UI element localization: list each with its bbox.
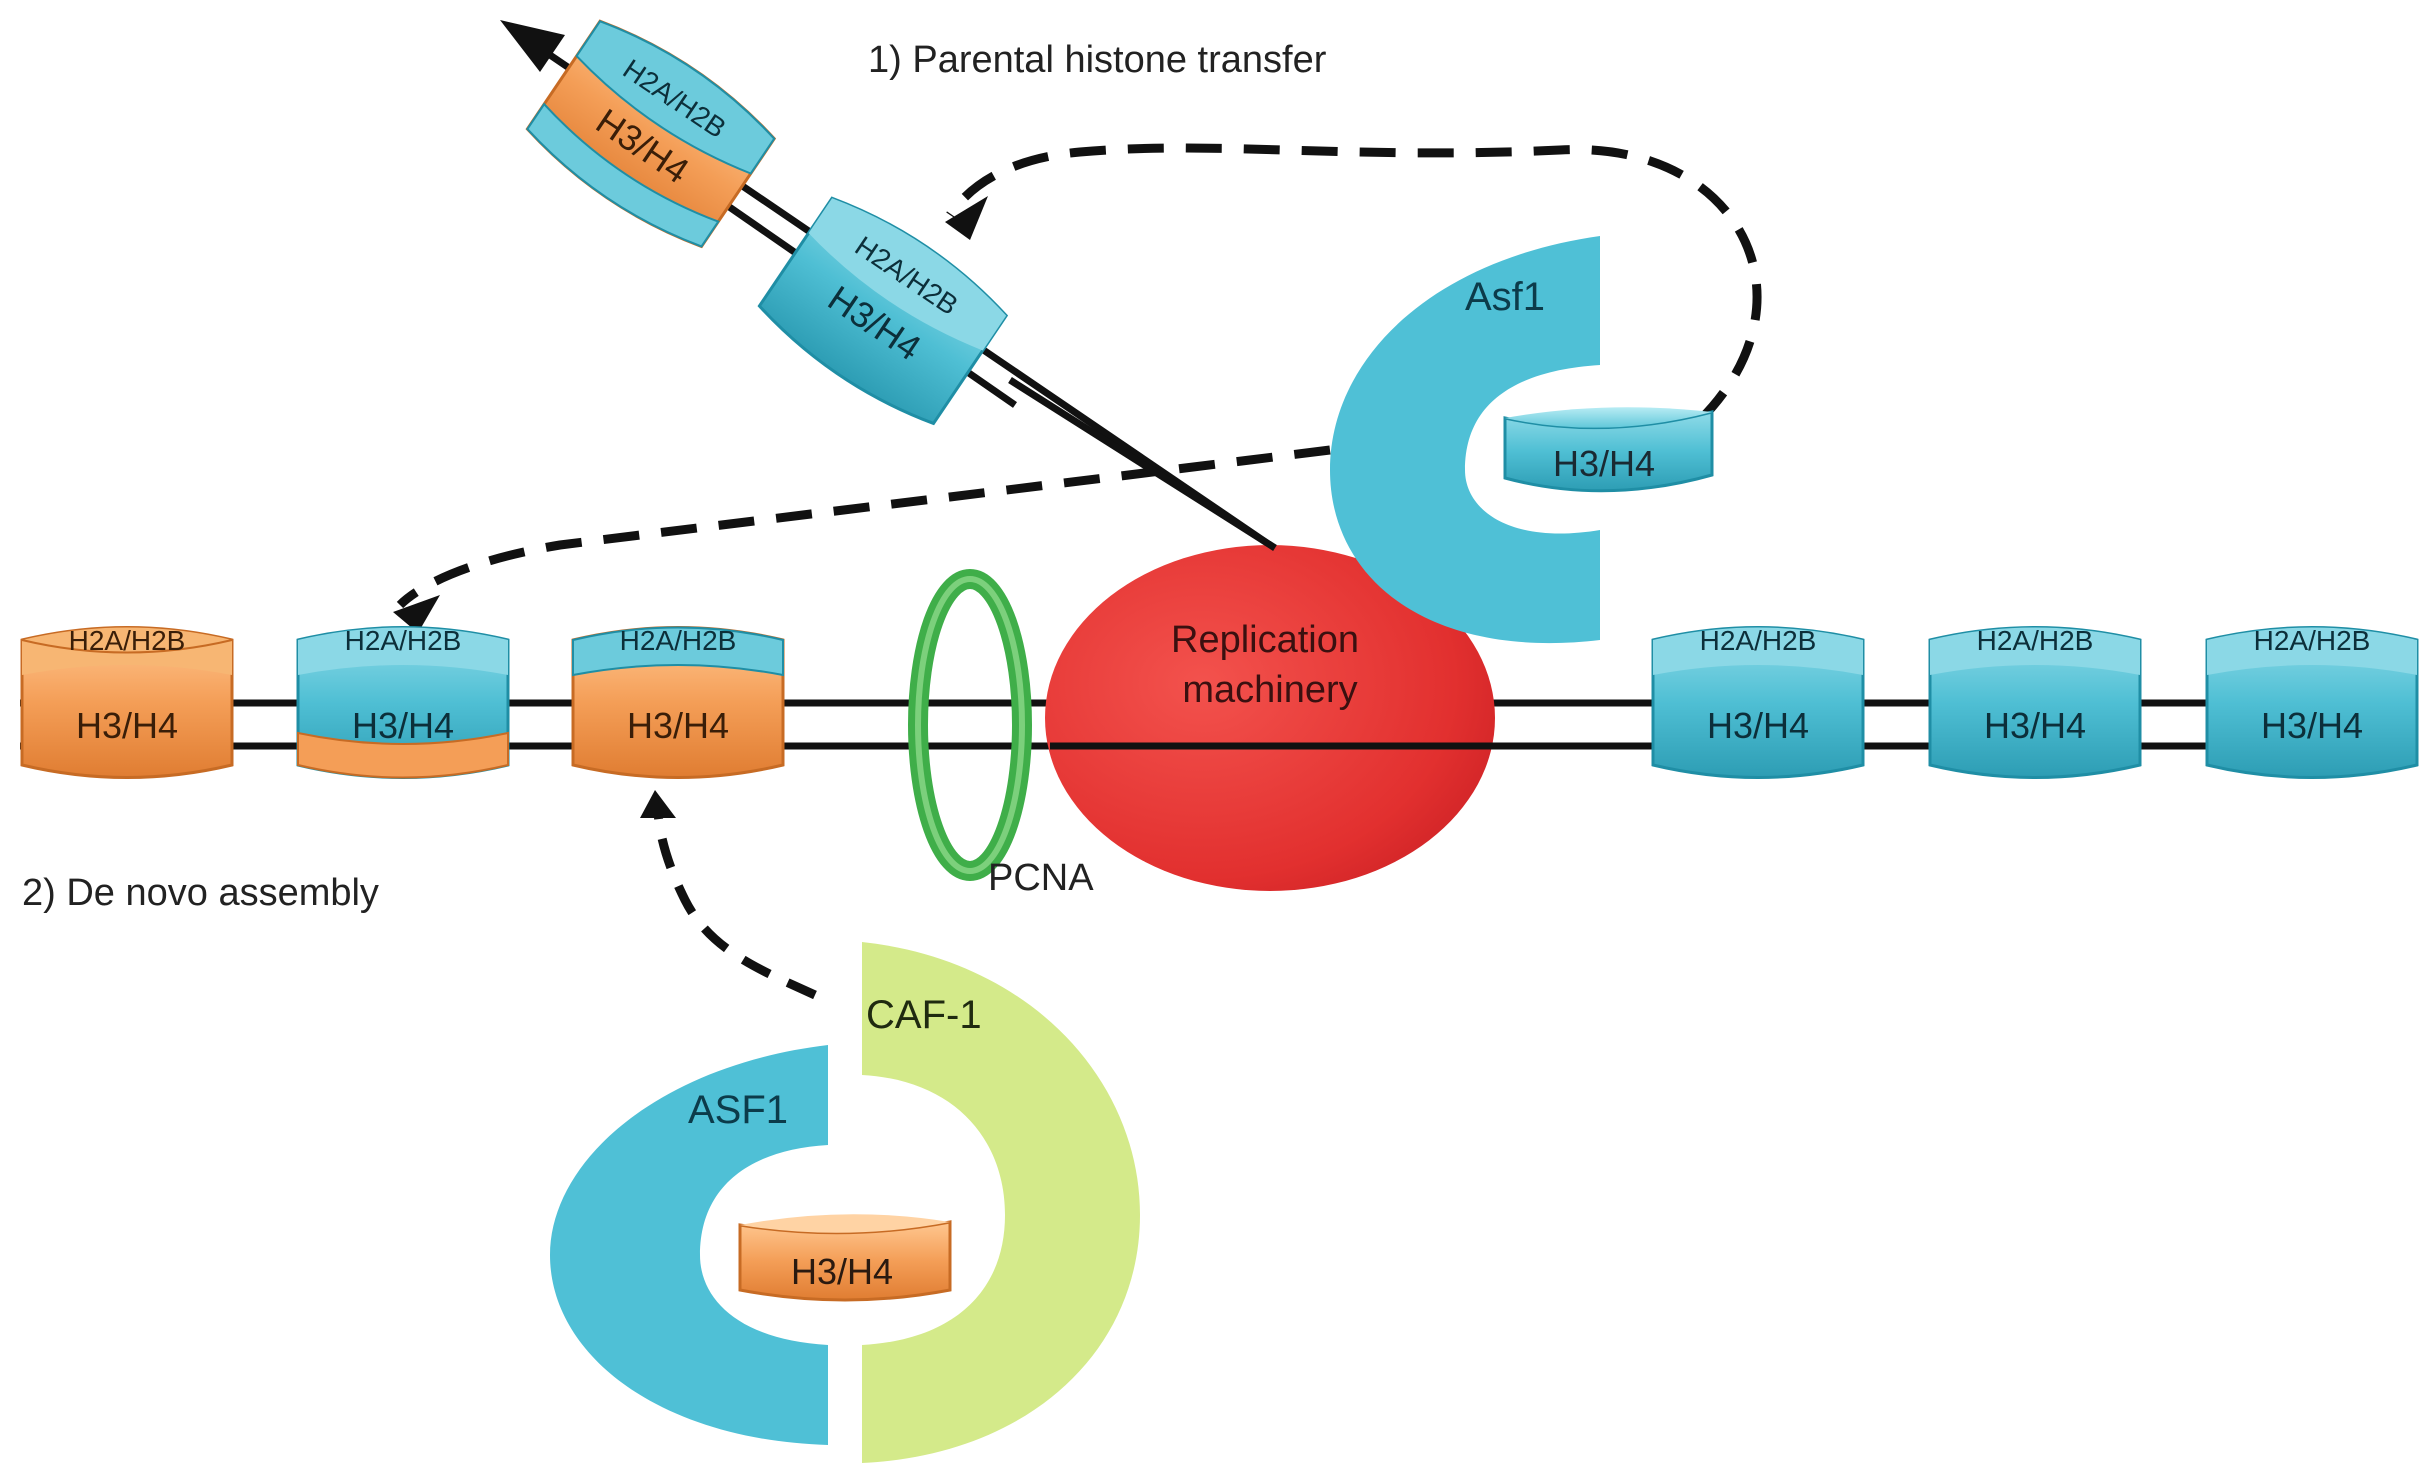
asf1-bottom-h3h4 bbox=[738, 1214, 952, 1302]
nucleosome-diagonal-upper bbox=[525, 19, 777, 249]
asf1-bottom-h3h4-label: H3/H4 bbox=[791, 1251, 893, 1292]
nuc-left-3-top: H2A/H2B bbox=[620, 625, 737, 656]
nuc-right-1-top: H2A/H2B bbox=[1700, 625, 1817, 656]
nuc-left-1-bottom: H3/H4 bbox=[76, 705, 178, 746]
nuc-right-1-bottom: H3/H4 bbox=[1707, 705, 1809, 746]
asf1-top-h3h4-label: H3/H4 bbox=[1553, 443, 1655, 484]
caf1-label: CAF-1 bbox=[866, 993, 982, 1037]
pcna-ring-highlight bbox=[915, 576, 1025, 874]
dna-diagonal-into-machinery bbox=[1008, 377, 1277, 551]
asf1-top-label: Asf1 bbox=[1465, 275, 1545, 319]
caf1-chaperone bbox=[862, 942, 1140, 1463]
nuc-right-3-top: H2A/H2B bbox=[2254, 625, 2371, 656]
nucleosome-left-2 bbox=[296, 626, 510, 779]
asf1-bottom-chaperone bbox=[550, 1045, 828, 1445]
asf1-top-h3h4 bbox=[1503, 407, 1714, 493]
denovo-arrow-head bbox=[640, 790, 676, 818]
step2-label: 2) De novo assembly bbox=[22, 872, 379, 914]
replication-label-line1: Replication bbox=[1171, 619, 1359, 661]
nuc-left-3-bottom: H3/H4 bbox=[627, 705, 729, 746]
nuc-left-2-top: H2A/H2B bbox=[345, 625, 462, 656]
nuc-right-3-bottom: H3/H4 bbox=[2261, 705, 2363, 746]
reassembly-arrow-head bbox=[393, 595, 440, 633]
replication-label-line2: machinery bbox=[1182, 669, 1357, 711]
transfer-arrow bbox=[393, 143, 1762, 633]
nuc-left-2-bottom: H3/H4 bbox=[352, 705, 454, 746]
nucleosome-right-2 bbox=[1928, 626, 2142, 779]
denovo-arrow bbox=[640, 790, 817, 1000]
step1-label: 1) Parental histone transfer bbox=[868, 39, 1327, 81]
nuc-right-2-top: H2A/H2B bbox=[1977, 625, 2094, 656]
asf1-top-chaperone bbox=[1330, 236, 1600, 644]
transfer-arrow-head bbox=[945, 196, 988, 240]
nuc-left-1-top: H2A/H2B bbox=[69, 625, 186, 656]
replication-machinery bbox=[1045, 545, 1495, 891]
nucleosome-left-1 bbox=[20, 626, 234, 779]
nucleosome-diagonal-lower bbox=[757, 196, 1009, 426]
nucleosome-right-1 bbox=[1651, 626, 1865, 779]
asf1-bottom-label: ASF1 bbox=[688, 1088, 788, 1132]
pcna-label: PCNA bbox=[988, 857, 1094, 899]
nucleosome-right-3 bbox=[2205, 626, 2419, 779]
nuc-right-2-bottom: H3/H4 bbox=[1984, 705, 2086, 746]
nucleosome-left-3 bbox=[571, 626, 785, 779]
dna-arrow-head bbox=[500, 20, 565, 72]
